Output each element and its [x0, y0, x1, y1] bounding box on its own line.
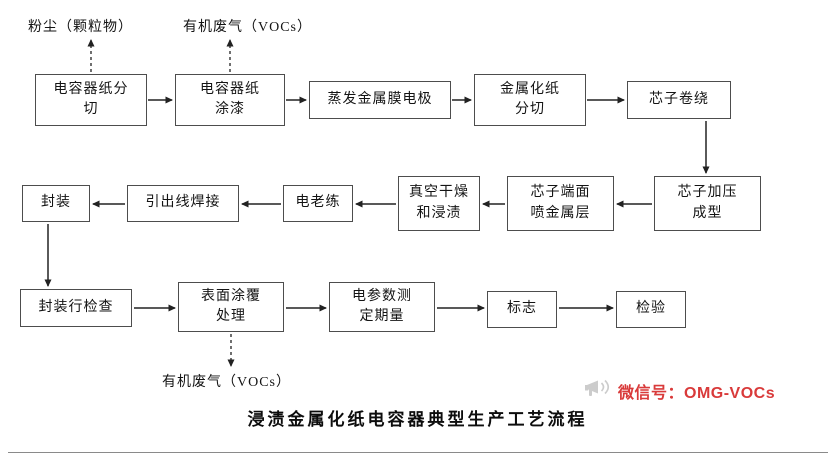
node-encapsulation: 封装	[22, 185, 90, 222]
node-electrical-parameter-measurement: 电参数测 定期量	[329, 282, 435, 332]
node-capacitor-paper-slitting: 电容器纸分 切	[35, 74, 147, 126]
node-core-press-forming: 芯子加压 成型	[654, 176, 761, 231]
node-inspection: 检验	[616, 291, 686, 328]
voc-emission-top-label: 有机废气（VOCs）	[183, 20, 313, 35]
node-lead-wire-welding: 引出线焊接	[127, 185, 239, 222]
node-encapsulation-check: 封装行检查	[20, 289, 132, 327]
diagram-title: 浸渍金属化纸电容器典型生产工艺流程	[247, 410, 588, 429]
node-evaporate-metal-film-electrode: 蒸发金属膜电极	[309, 81, 451, 119]
dust-emission-label: 粉尘（颗粒物）	[28, 20, 133, 35]
megaphone-icon	[582, 375, 614, 406]
node-core-winding: 芯子卷绕	[627, 81, 731, 119]
node-vacuum-dry-impregnate: 真空干燥 和浸渍	[398, 176, 480, 231]
bottom-divider	[8, 452, 828, 453]
node-surface-coating: 表面涂覆 处理	[178, 282, 284, 332]
node-marking: 标志	[487, 291, 557, 328]
wechat-id-text: 微信号：OMG-VOCs	[618, 384, 776, 402]
node-core-end-metal-spray: 芯子端面 喷金属层	[507, 176, 614, 231]
node-electrical-aging: 电老练	[283, 185, 353, 222]
node-metallized-paper-slitting: 金属化纸 分切	[474, 74, 586, 126]
node-capacitor-paper-coating: 电容器纸 涂漆	[175, 74, 285, 126]
wechat-watermark: 微信号：OMG-VOCs	[582, 375, 775, 406]
voc-emission-bottom-label: 有机废气（VOCs）	[162, 375, 292, 390]
